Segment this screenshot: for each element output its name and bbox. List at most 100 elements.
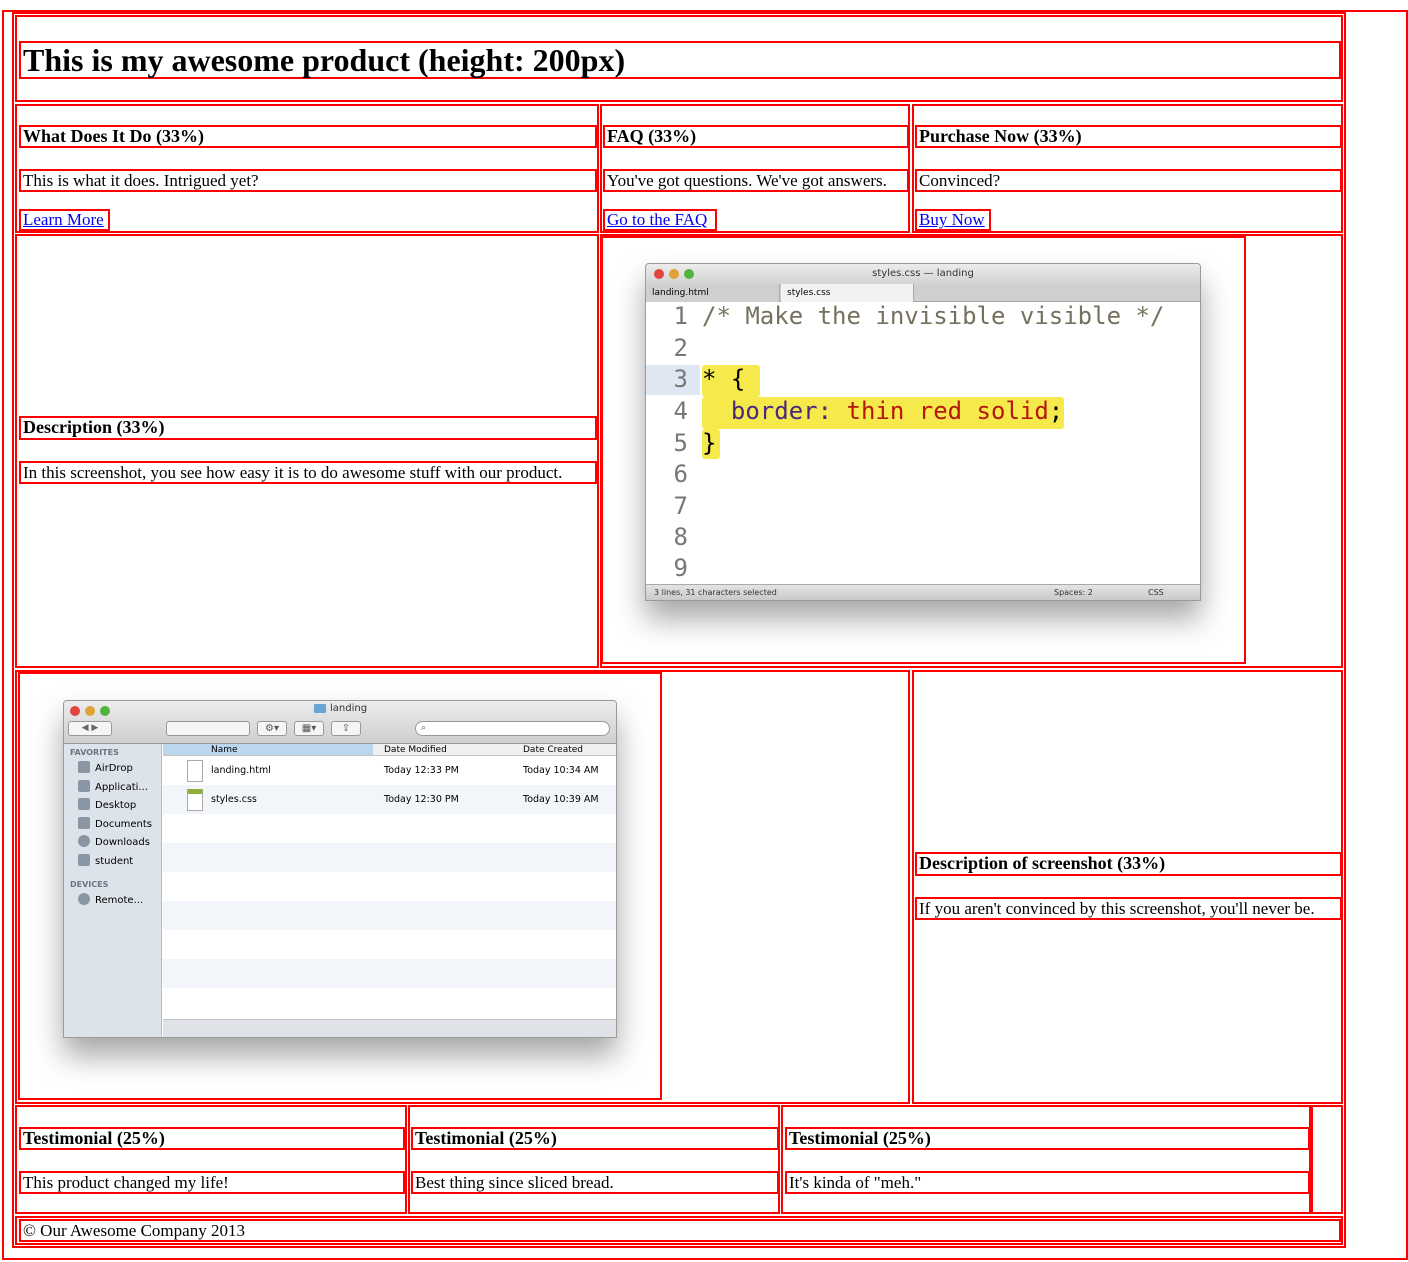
feature-heading: What Does It Do (33%) bbox=[19, 125, 597, 148]
code-comment: /* Make the invisible visible */ bbox=[702, 302, 1165, 330]
status-syntax[interactable]: CSS bbox=[1148, 588, 1164, 597]
empty-row bbox=[163, 843, 616, 872]
gear-icon[interactable]: ⚙▾ bbox=[257, 721, 287, 736]
desktop-icon bbox=[78, 798, 90, 810]
line-number: 5 bbox=[673, 429, 688, 457]
line-number: 4 bbox=[673, 397, 688, 425]
testimonial-filler bbox=[1311, 1105, 1343, 1214]
testimonial-card bbox=[408, 1105, 780, 1214]
faq-link[interactable]: Go to the FAQ bbox=[603, 209, 717, 231]
editor-titlebar: styles.css — landing bbox=[646, 264, 1200, 284]
column-headers: Name Date Modified Date Created bbox=[163, 744, 616, 756]
remote-disc-icon bbox=[78, 893, 90, 905]
buy-now-link[interactable]: Buy Now bbox=[915, 209, 991, 231]
view-mode-buttons[interactable] bbox=[166, 721, 250, 736]
testimonial-text: This product changed my life! bbox=[19, 1171, 405, 1194]
sidebar-item-documents[interactable]: Documents bbox=[78, 817, 152, 833]
line-number: 7 bbox=[673, 492, 688, 520]
finder-sidebar: FAVORITES AirDrop Applicati... Desktop D… bbox=[64, 744, 162, 1037]
zoom-dot-icon bbox=[100, 706, 110, 716]
header bbox=[15, 15, 1343, 102]
sidebar-item-remote[interactable]: Remote... bbox=[78, 893, 143, 909]
sidebar-heading: FAVORITES bbox=[70, 748, 119, 757]
file-modified: Today 12:33 PM bbox=[384, 765, 459, 776]
screenshot-image-2 bbox=[18, 672, 662, 1100]
tab-styles-css[interactable]: styles.css bbox=[781, 284, 914, 302]
line-number: 6 bbox=[673, 460, 688, 488]
sidebar-item-label: Documents bbox=[95, 819, 153, 830]
sidebar-item-airdrop[interactable]: AirDrop bbox=[78, 761, 133, 777]
finder-window-title: landing bbox=[330, 703, 368, 714]
current-line-highlight bbox=[646, 365, 700, 395]
file-row[interactable]: styles.css Today 12:30 PM Today 10:39 AM bbox=[163, 785, 616, 814]
sidebar-item-label: Applicati... bbox=[95, 782, 148, 793]
column-name[interactable]: Name bbox=[163, 744, 373, 755]
screenshot-image bbox=[601, 236, 1246, 664]
file-created: Today 10:39 AM bbox=[523, 794, 599, 805]
css-file-icon bbox=[187, 789, 203, 811]
column-date-modified[interactable]: Date Modified bbox=[384, 745, 447, 755]
section-screenshot-2 bbox=[15, 670, 910, 1104]
line-number: 3 bbox=[673, 365, 688, 393]
learn-more-link[interactable]: Learn More bbox=[19, 209, 110, 231]
footer bbox=[15, 1216, 1343, 1245]
close-dot-icon bbox=[654, 269, 664, 279]
editor-window: styles.css — landing landing.html styles… bbox=[645, 263, 1201, 601]
file-name: styles.css bbox=[211, 794, 257, 805]
editor-statusbar: 3 lines, 31 characters selected Spaces: … bbox=[646, 584, 1200, 600]
sidebar-item-label: student bbox=[95, 856, 134, 867]
section-description-2 bbox=[912, 670, 1343, 1104]
editor-body: 1 2 3 4 5 6 7 8 9 /* Make the invisible … bbox=[646, 302, 1200, 584]
sidebar-item-label: Downloads bbox=[95, 837, 150, 848]
sidebar-item-downloads[interactable]: Downloads bbox=[78, 835, 150, 851]
feature-heading: FAQ (33%) bbox=[603, 125, 909, 148]
line-number: 9 bbox=[673, 554, 688, 582]
folder-icon bbox=[314, 704, 326, 713]
feature-purchase bbox=[912, 104, 1343, 233]
feature-text: This is what it does. Intrigued yet? bbox=[19, 169, 597, 192]
status-spaces[interactable]: Spaces: 2 bbox=[1054, 588, 1093, 597]
search-input[interactable]: ⌕ bbox=[415, 721, 610, 736]
applications-icon bbox=[78, 780, 90, 792]
testimonial-card bbox=[781, 1105, 1311, 1214]
sidebar-item-label: AirDrop bbox=[95, 763, 133, 774]
documents-icon bbox=[78, 817, 90, 829]
back-forward-buttons[interactable]: ◀ ▶ bbox=[68, 721, 112, 736]
testimonial-heading: Testimonial (25%) bbox=[411, 1127, 779, 1150]
testimonial-heading: Testimonial (25%) bbox=[785, 1127, 1310, 1150]
feature-text: Convinced? bbox=[915, 169, 1342, 192]
sidebar-item-applications[interactable]: Applicati... bbox=[78, 780, 148, 796]
airdrop-icon bbox=[78, 761, 90, 773]
sidebar-heading: DEVICES bbox=[70, 880, 109, 889]
sidebar-item-label: Desktop bbox=[95, 800, 137, 811]
column-date-created[interactable]: Date Created bbox=[523, 745, 583, 755]
home-icon bbox=[78, 854, 90, 866]
footer-text: © Our Awesome Company 2013 bbox=[19, 1219, 1341, 1242]
arrange-icon[interactable]: ▦▾ bbox=[294, 721, 324, 736]
tab-landing-html[interactable]: landing.html bbox=[646, 284, 780, 302]
share-icon[interactable]: ⇪ bbox=[331, 721, 361, 736]
description-heading: Description (33%) bbox=[19, 416, 597, 440]
code-selector: * { bbox=[702, 365, 746, 393]
section-description bbox=[15, 234, 599, 668]
zoom-dot-icon bbox=[684, 269, 694, 279]
line-number: 1 bbox=[673, 302, 688, 330]
sidebar-item-label: Remote... bbox=[95, 895, 144, 906]
editor-window-title: styles.css — landing bbox=[872, 268, 974, 279]
feature-heading: Purchase Now (33%) bbox=[915, 125, 1342, 148]
code-declaration: border: thin red solid; bbox=[702, 397, 1064, 425]
testimonial-heading: Testimonial (25%) bbox=[19, 1127, 405, 1150]
empty-row bbox=[163, 959, 616, 988]
testimonial-text: Best thing since sliced bread. bbox=[411, 1171, 779, 1194]
feature-what bbox=[15, 104, 599, 233]
file-created: Today 10:34 AM bbox=[523, 765, 599, 776]
sidebar-item-desktop[interactable]: Desktop bbox=[78, 798, 136, 814]
description-heading: Description of screenshot (33%) bbox=[915, 852, 1342, 876]
file-row[interactable]: landing.html Today 12:33 PM Today 10:34 … bbox=[163, 756, 616, 785]
horizontal-scrollbar[interactable] bbox=[163, 1019, 616, 1037]
finder-window: landing ◀ ▶ ⚙▾ ▦▾ ⇪ ⌕ FAVORITES AirDrop … bbox=[63, 700, 617, 1038]
sidebar-item-student[interactable]: student bbox=[78, 854, 133, 870]
line-number: 8 bbox=[673, 523, 688, 551]
close-dot-icon bbox=[70, 706, 80, 716]
downloads-icon bbox=[78, 835, 90, 847]
